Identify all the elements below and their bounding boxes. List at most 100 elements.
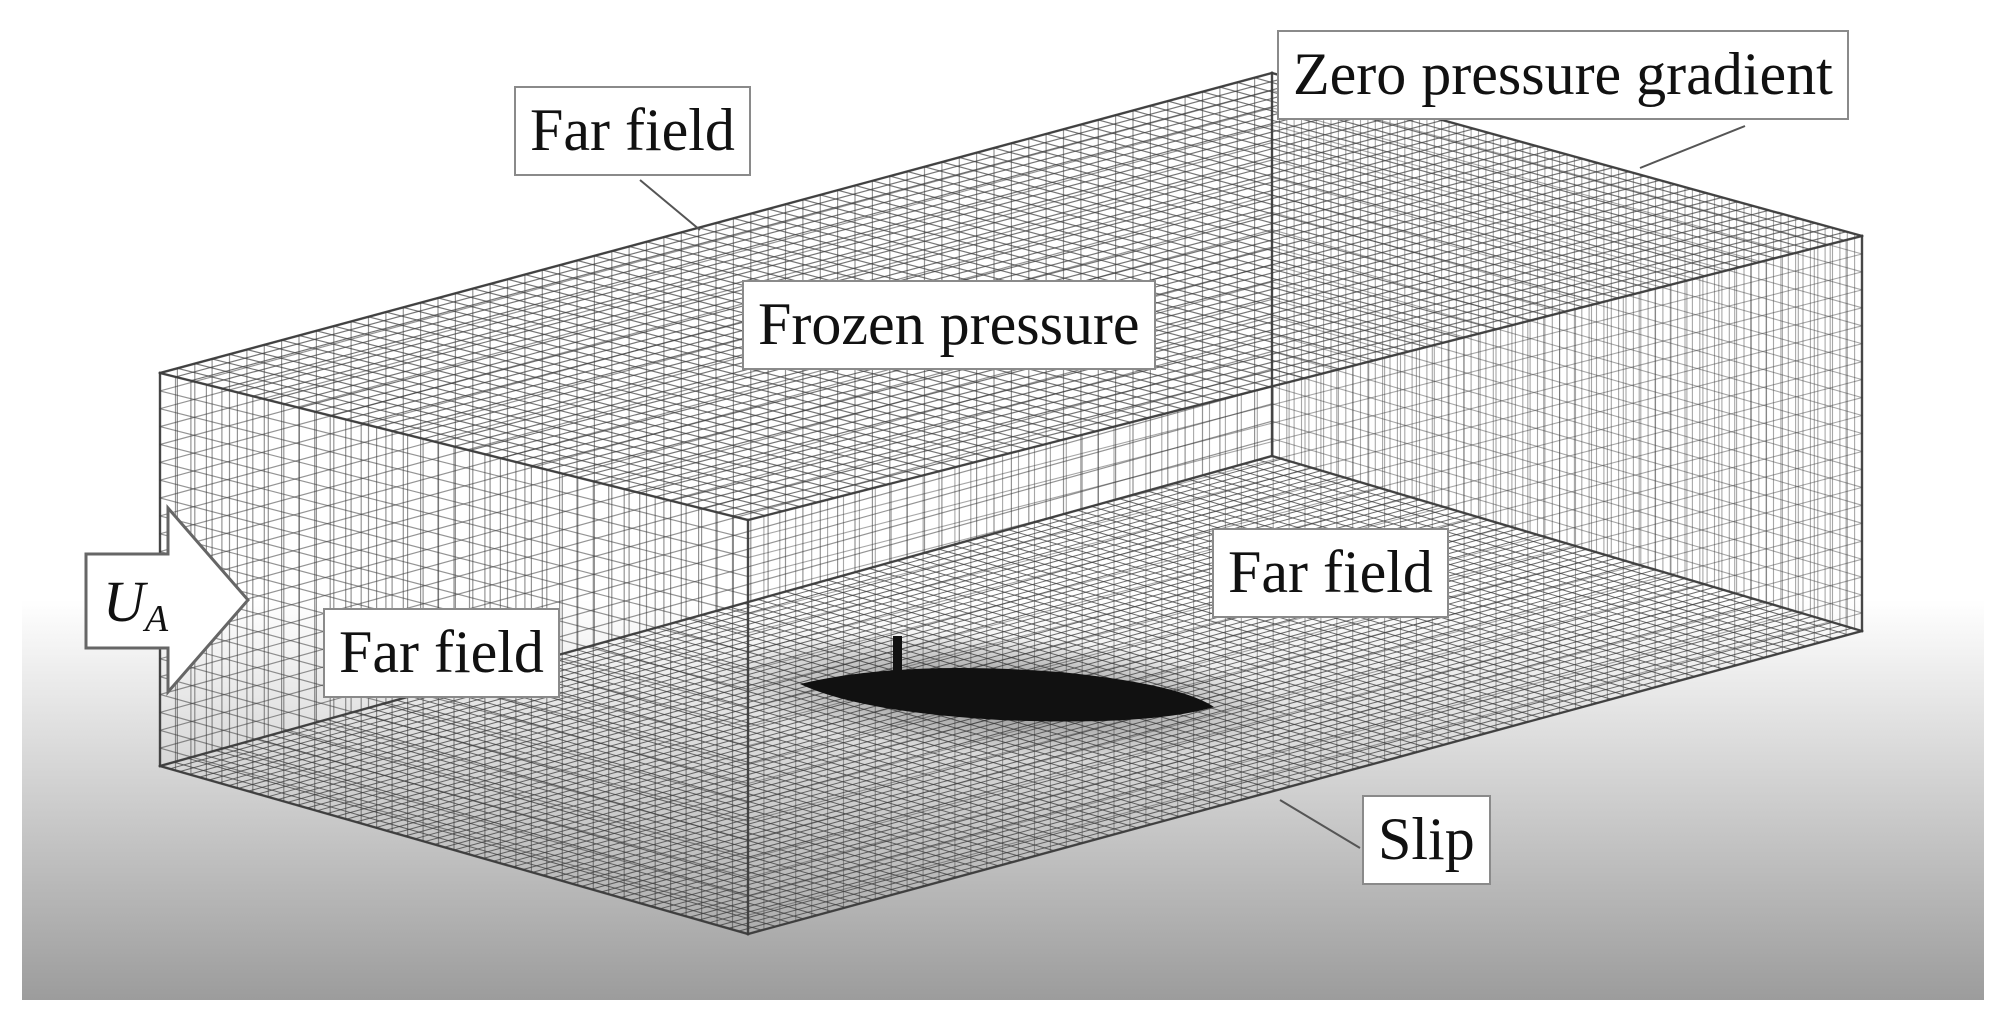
- mesh-line: [1257, 459, 1849, 636]
- mesh-line: [1271, 403, 1863, 578]
- mesh-line: [1271, 246, 1863, 417]
- mesh-line: [158, 371, 750, 522]
- mesh-line: [1045, 133, 1637, 295]
- mesh-line: [1184, 95, 1776, 259]
- mesh-line: [1132, 109, 1724, 273]
- mesh-line: [1271, 368, 1863, 542]
- mesh-line: [882, 563, 1473, 738]
- leader-lines: [639, 125, 1746, 849]
- mesh-line: [437, 297, 1028, 450]
- mesh-line: [263, 344, 854, 495]
- mesh-line: [159, 461, 749, 615]
- zero-pressure-gradient-label: Zero pressure gradient: [1277, 30, 1849, 120]
- mesh-line: [159, 640, 749, 804]
- mesh-line: [1270, 454, 1864, 633]
- mesh-line: [451, 683, 1042, 856]
- mesh-line: [159, 497, 749, 653]
- inflow-velocity-label: UA: [103, 568, 168, 641]
- mesh-line: [159, 107, 1273, 410]
- mesh-line: [409, 695, 1000, 867]
- mesh-line: [1271, 350, 1863, 524]
- mesh-line: [465, 680, 1055, 852]
- mesh-line: [312, 722, 902, 893]
- mesh-line: [1201, 474, 1794, 651]
- mesh-line: [402, 306, 993, 459]
- mesh-line: [159, 159, 1273, 464]
- mesh-line: [747, 253, 1863, 540]
- mesh-line: [747, 594, 1863, 898]
- mesh-line: [159, 89, 1273, 392]
- mesh-line: [246, 348, 836, 499]
- mesh-line: [909, 556, 1501, 731]
- frozen-pressure-label: Frozen pressure: [742, 280, 1156, 370]
- mesh-line: [214, 749, 805, 920]
- mesh-line: [159, 658, 749, 822]
- mesh-line: [194, 362, 784, 512]
- mesh-line: [896, 559, 1487, 734]
- mesh-line: [173, 761, 763, 931]
- mesh-line: [419, 301, 1010, 455]
- mesh-line: [159, 693, 749, 860]
- mesh-line: [1271, 141, 1863, 309]
- mesh-line: [1080, 123, 1672, 286]
- mesh-line: [1114, 114, 1707, 277]
- mesh-line: [159, 675, 749, 841]
- mesh-line: [159, 124, 1273, 428]
- mesh-line: [395, 699, 986, 871]
- mesh-line: [326, 718, 916, 890]
- mesh-line: [158, 71, 1274, 375]
- mesh-line: [534, 660, 1125, 833]
- mesh-line: [1271, 263, 1863, 435]
- mesh-line: [242, 742, 833, 912]
- inflow-symbol: U: [103, 569, 145, 634]
- mesh-line: [159, 141, 1273, 446]
- mesh-line: [747, 289, 1863, 578]
- mesh-line: [1167, 100, 1759, 264]
- mesh-line: [284, 730, 874, 901]
- mesh-line: [1062, 128, 1654, 291]
- mesh-line: [333, 325, 923, 477]
- mesh-line: [1271, 124, 1863, 291]
- mesh-line: [228, 745, 819, 916]
- mesh-line: [211, 358, 801, 508]
- mesh-line: [506, 668, 1097, 840]
- mesh-line: [868, 567, 1459, 742]
- mesh-line: [176, 367, 767, 517]
- mesh-line: [1271, 333, 1863, 506]
- inflow-subscript: A: [144, 598, 169, 640]
- far-field-left-label: Far field: [323, 608, 560, 698]
- mesh-line: [423, 691, 1014, 863]
- mesh-line: [993, 532, 1585, 708]
- mesh-line: [367, 316, 958, 468]
- mesh-line: [746, 629, 1864, 936]
- mesh-line: [298, 334, 889, 486]
- mesh-line: [158, 764, 750, 936]
- mesh-line: [1229, 466, 1821, 644]
- mesh-line: [1187, 478, 1780, 655]
- mesh-line: [1215, 470, 1807, 647]
- mesh-line: [548, 656, 1139, 829]
- mesh-line: [747, 378, 1863, 672]
- mesh-line: [1271, 281, 1863, 453]
- mesh-line: [1174, 482, 1766, 659]
- mesh-line: [1149, 105, 1741, 268]
- mesh-line: [381, 703, 972, 875]
- mesh-line: [746, 234, 1864, 522]
- mesh-line: [1160, 486, 1752, 662]
- slip-label: Slip: [1362, 795, 1491, 885]
- mesh-line: [159, 622, 749, 785]
- mesh-line: [159, 515, 749, 672]
- mesh-line: [1271, 176, 1863, 345]
- mesh-line: [1271, 420, 1863, 596]
- mesh-line: [951, 544, 1543, 719]
- mesh-line: [937, 548, 1529, 723]
- mesh-line: [747, 343, 1863, 634]
- mesh-line: [350, 320, 941, 472]
- mesh-line: [562, 652, 1153, 825]
- mesh-line: [1097, 119, 1689, 282]
- mesh-line: [385, 311, 976, 464]
- mesh-line: [159, 479, 749, 634]
- mesh-line: [1271, 159, 1863, 327]
- far-field-right-label: Far field: [1212, 528, 1449, 618]
